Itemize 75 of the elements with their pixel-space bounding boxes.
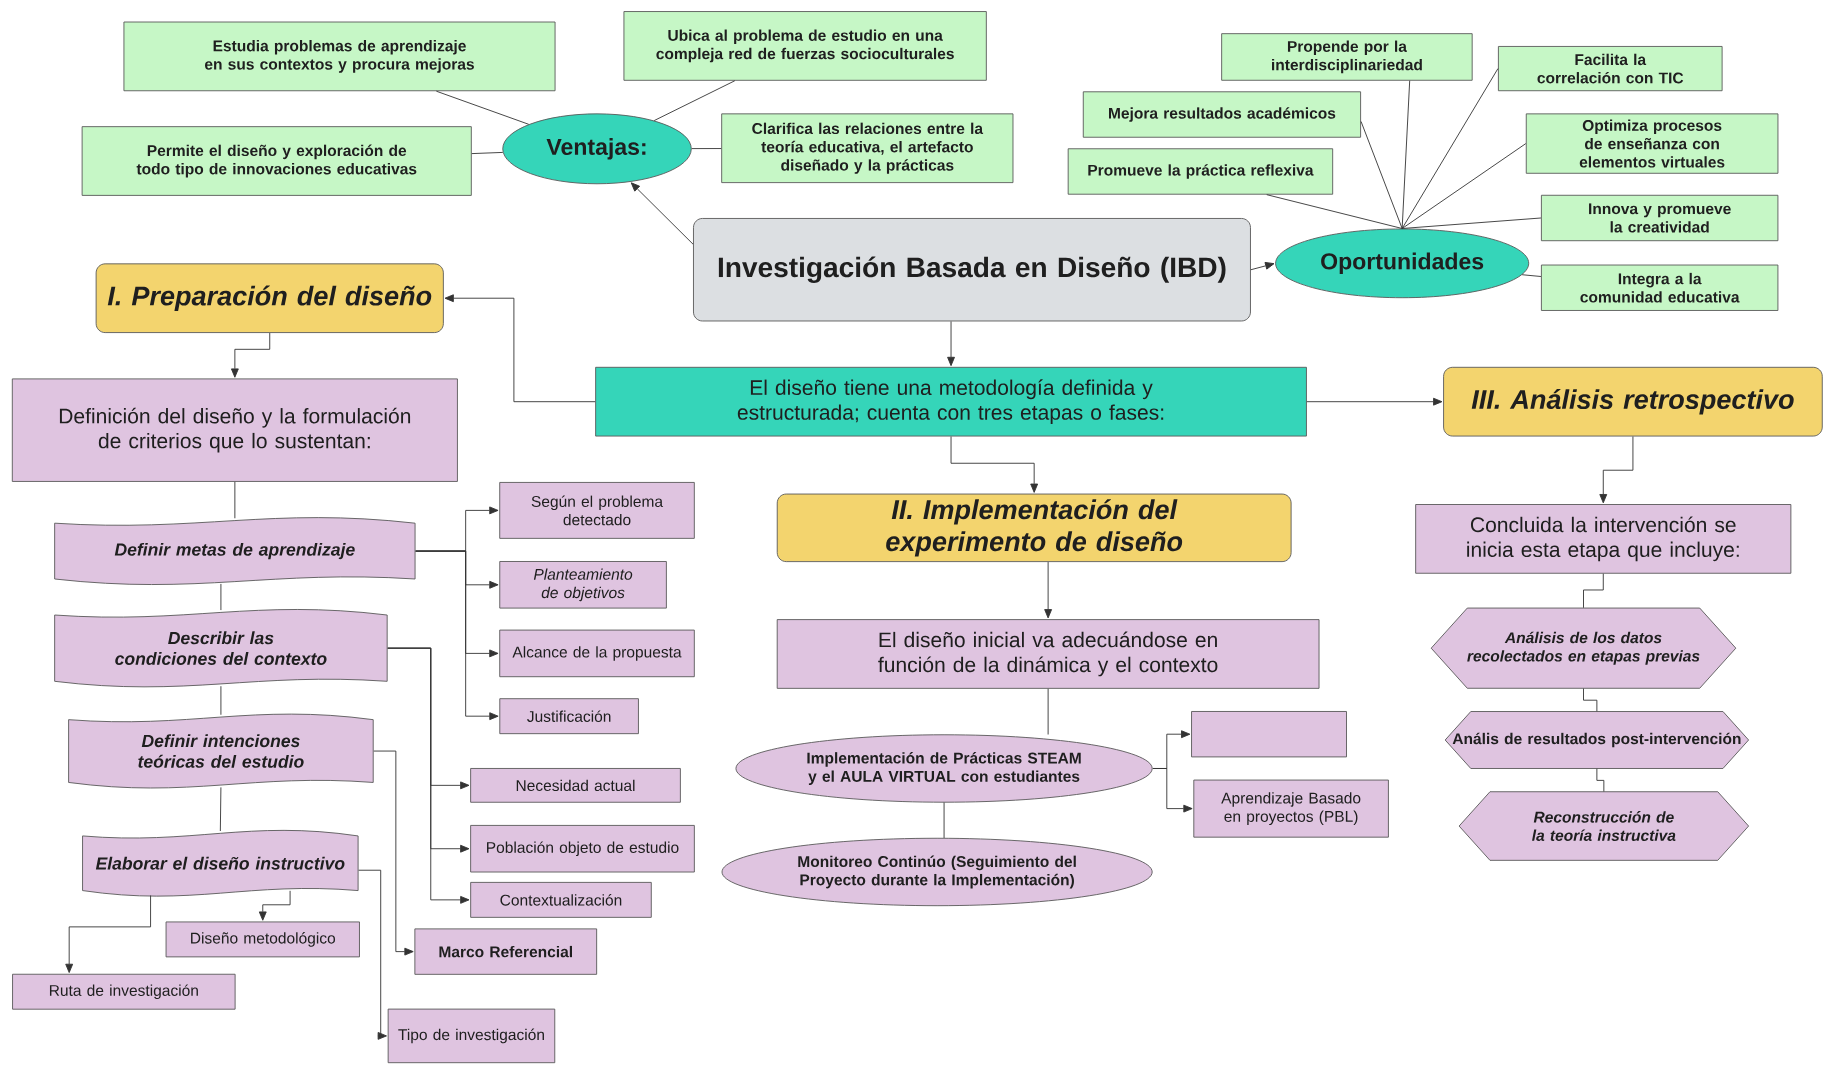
text-box: Diseño metodológico: [165, 921, 360, 958]
connector-line: [435, 90, 530, 125]
connector-line: [1360, 121, 1403, 229]
wavy-box: Definir intenciones teóricas del estudio: [68, 713, 374, 789]
connector-line: [220, 685, 222, 716]
connector-line: [1521, 274, 1542, 277]
text-box: Innova y promueve la creatividad: [1540, 194, 1779, 242]
connector-line: [943, 802, 945, 839]
connector-line: [1596, 768, 1605, 792]
arrow: [1152, 768, 1193, 813]
connector-line: [1401, 68, 1499, 229]
arrow: [415, 550, 499, 721]
rounded-box: III. Análisis retrospectivo: [1443, 366, 1823, 437]
connector-line: [220, 583, 222, 611]
empty-box: [1191, 711, 1347, 758]
text-box: Justificación: [499, 698, 639, 735]
rounded-box: I. Preparación del diseño: [95, 263, 444, 334]
connector-line: [1583, 688, 1598, 712]
connector-line: [691, 148, 722, 150]
text-box: Población objeto de estudio: [470, 824, 695, 873]
connector-line: [219, 786, 222, 832]
text-box: Optimiza procesos de enseñanza con elementos virtuales: [1525, 113, 1779, 174]
arrow: [947, 321, 955, 367]
text-box: Ruta de investigación: [12, 973, 236, 1010]
text-box: Tipo de investigación: [387, 1008, 556, 1064]
arrow: [1599, 436, 1634, 504]
arrow: [358, 869, 387, 1040]
arrow: [444, 294, 596, 403]
text-box: El diseño inicial va adecuándose en función de la dinámica y el contexto: [776, 619, 1320, 689]
text-box: Ubica al problema de estudio en una compleja red de fuerzas socioculturales: [623, 11, 987, 81]
arrow: [230, 332, 271, 378]
hexagon-box: Análisis de los datos recolectados en etapas previas: [1430, 607, 1737, 689]
text-box: Contextualización: [470, 881, 652, 918]
connector-line: [471, 152, 504, 155]
text-box: Necesidad actual: [470, 768, 681, 803]
rounded-box: II. Implementación del experimento de diseño: [776, 493, 1292, 563]
arrow: [373, 750, 414, 956]
connector-line: [234, 481, 236, 519]
connector-line: [1047, 688, 1049, 735]
text-box: Permite el diseño y exploración de todo tipo de innovaciones educativas: [81, 126, 472, 196]
arrow: [630, 182, 694, 245]
wavy-box: Definir metas de aprendizaje: [54, 517, 416, 585]
connector-line: [1583, 573, 1604, 609]
connector-line: [1266, 194, 1403, 229]
wavy-box: Describir las condiciones del contexto: [54, 609, 388, 688]
arrow: [1306, 397, 1443, 406]
hexagon-box: Reconstrucción de la teoría instructiva: [1458, 791, 1750, 861]
text-box: Planteamiento de objetivos: [499, 561, 667, 609]
text-box: El diseño tiene una metodología definida y estructurada; cuenta con tres etapas o fases:: [595, 366, 1307, 437]
rounded-box: Investigación Basada en Diseño (IBD): [693, 218, 1251, 322]
text-box: Según el problema detectado: [499, 482, 695, 539]
text-box: Definición del diseño y la formulación de criterios que lo sustentan:: [11, 378, 458, 482]
connector-line: [653, 80, 736, 122]
arrow: [950, 436, 1039, 493]
connector-line: [1401, 217, 1542, 229]
arrow: [387, 647, 470, 904]
text-box: Facilita la correlación con TIC: [1497, 46, 1723, 92]
arrow: [1044, 561, 1053, 619]
arrow: [258, 890, 291, 921]
hexagon-box: Anális de resultados post-intervención: [1444, 711, 1750, 769]
arrow: [1250, 262, 1275, 271]
text-box: Integra a la comunidad educativa: [1540, 264, 1779, 311]
text-box: Clarifica las relaciones entre la teoría educativa, el artefacto diseñado y la prácticas: [721, 113, 1014, 184]
connector-line: [1401, 80, 1411, 229]
text-box: Promueve la práctica reflexiva: [1067, 148, 1334, 195]
text-box: Concluida la intervención se inicia esta etapa que incluye:: [1415, 504, 1792, 574]
arrow: [65, 895, 151, 974]
text-box: Propende por la interdisciplinariedad: [1221, 33, 1473, 81]
text-box: Aprendizaje Basado en proyectos (PBL): [1193, 779, 1389, 838]
text-box: Mejora resultados académicos: [1082, 91, 1362, 138]
text-box: Estudia problemas de aprendizaje en sus contextos y procura mejoras: [123, 21, 556, 92]
text-box: Alcance de la propuesta: [499, 629, 695, 678]
text-box: Marco Referencial: [414, 928, 598, 975]
wavy-box: Elaborar el diseño instructivo: [82, 829, 359, 897]
connector-line: [1401, 143, 1527, 229]
